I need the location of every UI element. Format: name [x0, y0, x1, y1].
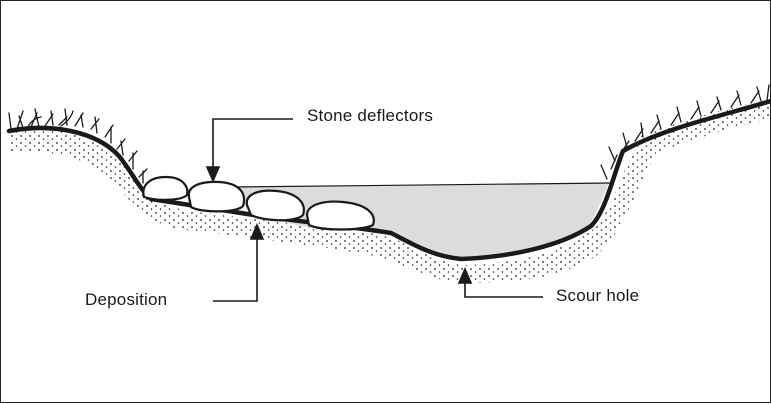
stone-2	[189, 182, 244, 211]
deposition-pointer	[213, 225, 263, 301]
scour-hole-label: Scour hole	[556, 286, 639, 306]
deposition-label: Deposition	[85, 290, 167, 310]
stone-1	[143, 177, 187, 200]
stone-deflectors-pointer	[207, 119, 293, 181]
stone-deflectors-label: Stone deflectors	[307, 106, 433, 126]
